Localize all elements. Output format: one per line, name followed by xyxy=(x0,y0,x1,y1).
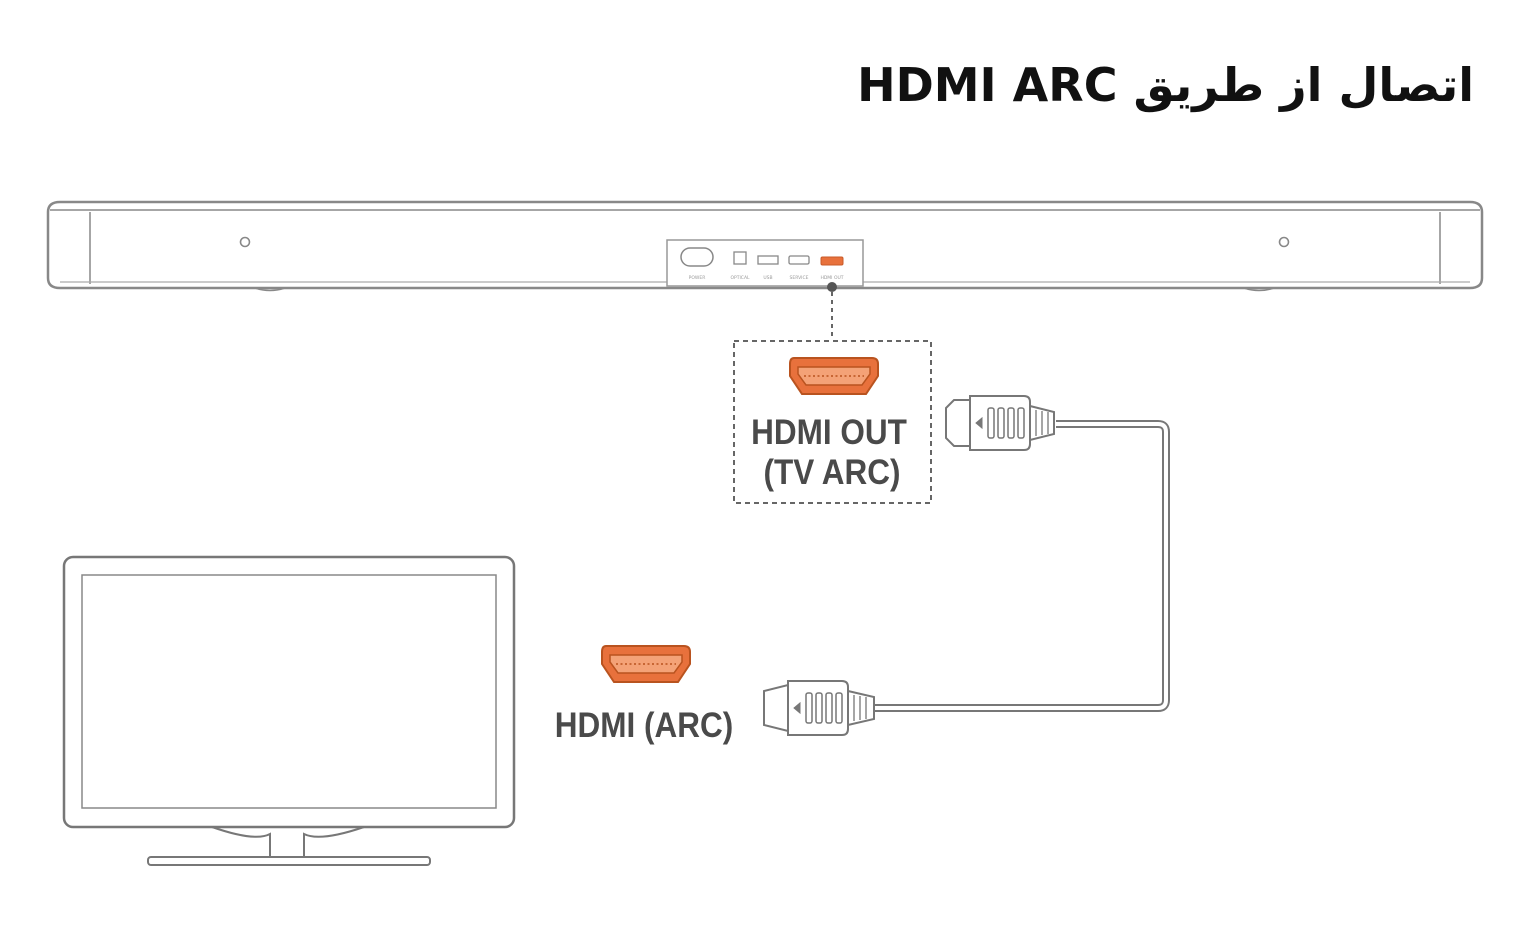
hdmi-out-port-icon xyxy=(789,357,879,395)
hdmi-out-label: HDMI OUT xyxy=(751,414,907,453)
optical-port xyxy=(733,251,747,265)
hdmi-out-port-small xyxy=(820,256,844,266)
hdmi-connector-bottom xyxy=(763,680,875,736)
hdmi-cable xyxy=(874,420,1170,712)
port-label-optical: OPTICAL xyxy=(730,275,750,281)
power-port xyxy=(680,247,714,267)
hdmi-out-callout: HDMI OUT (TV ARC) xyxy=(733,340,932,504)
hdmi-connector-top xyxy=(945,395,1055,451)
tv-hdmi-arc-label: HDMI (ARC) xyxy=(555,707,733,746)
tv xyxy=(62,555,516,866)
usb-port xyxy=(757,255,779,265)
port-label-hdmi-out: HDMI OUT xyxy=(820,275,843,281)
service-port xyxy=(788,255,810,265)
port-label-usb: USB xyxy=(763,275,772,281)
soundbar-port-panel: POWER OPTICAL USB SERVICE HDMI OUT xyxy=(666,239,864,287)
tv-hdmi-arc-callout: HDMI (ARC) xyxy=(555,645,733,746)
port-label-service: SERVICE xyxy=(790,275,809,281)
tv-hdmi-port-icon xyxy=(601,645,691,683)
page-title: اتصال از طریق HDMI ARC xyxy=(857,58,1474,112)
callout-pointer xyxy=(827,282,837,340)
tv-arc-label: (TV ARC) xyxy=(763,454,900,493)
port-label-power: POWER xyxy=(689,275,706,281)
soundbar xyxy=(46,200,1484,292)
